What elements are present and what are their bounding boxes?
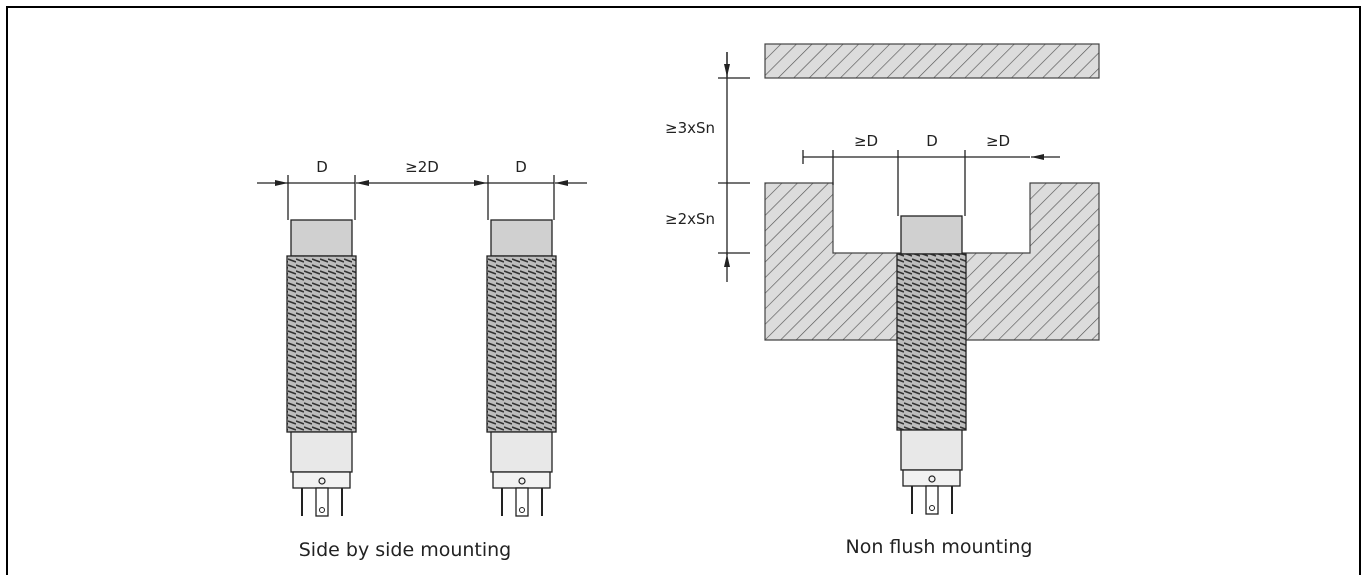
caption-non-flush: Non flush mounting	[846, 536, 1033, 558]
label-gap-2d: ≥2D	[405, 158, 439, 176]
label-d-right: D	[515, 158, 527, 176]
target-plate	[764, 43, 1100, 79]
sensor-right	[486, 219, 557, 517]
caption-side-by-side: Side by side mounting	[299, 539, 512, 561]
side-by-side-group: D ≥2D D Side by side mounting	[257, 158, 587, 561]
label-3xsn: ≥3xSn	[665, 119, 715, 137]
non-flush-group: ≥3xSn ≥2xSn ≥D D ≥D Non flush mounting	[665, 43, 1100, 558]
label-d-left: D	[316, 158, 328, 176]
label-gd-right: ≥D	[986, 132, 1010, 150]
diagram-frame	[6, 6, 1361, 575]
label-2xsn: ≥2xSn	[665, 210, 715, 228]
label-d-center: D	[926, 132, 938, 150]
sensor-non-flush	[896, 215, 967, 515]
label-gd-left: ≥D	[854, 132, 878, 150]
sensor-left	[286, 219, 357, 517]
